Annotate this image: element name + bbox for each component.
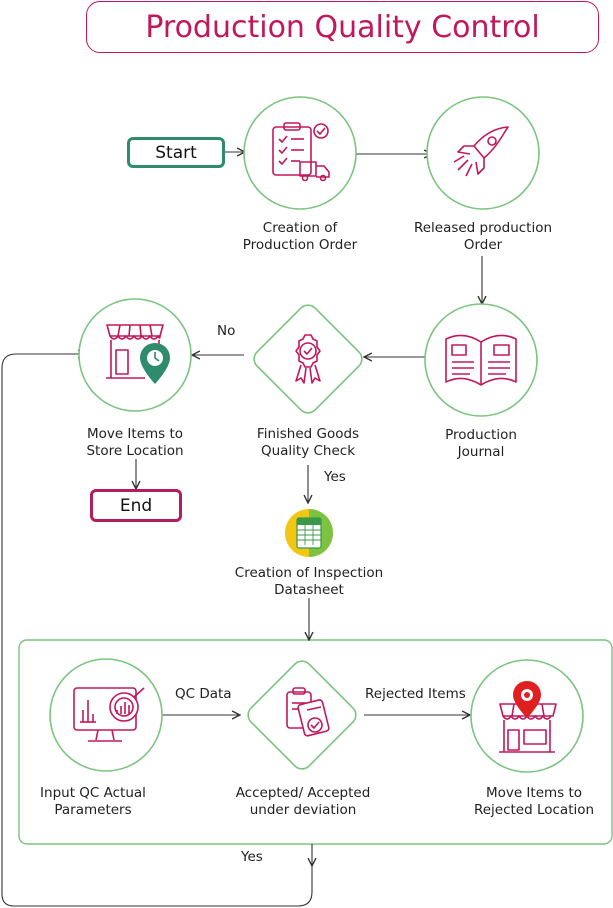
node-move-store	[78, 298, 192, 412]
end-node: End	[90, 489, 182, 522]
node-quality-check	[253, 304, 363, 414]
node-creation-order	[243, 96, 357, 210]
node-move-rejected	[470, 659, 584, 773]
rocket-icon	[453, 126, 509, 177]
newspaper-icon	[445, 334, 517, 386]
title-box: Production Quality Control	[86, 1, 599, 53]
edge-label-no: No	[217, 323, 236, 339]
quality-badge-icon	[295, 334, 321, 384]
arrow-loop-back	[1, 354, 313, 907]
edge-label-yes-check: Yes	[324, 469, 346, 485]
page-title: Production Quality Control	[145, 9, 540, 45]
start-node: Start	[127, 137, 225, 168]
node-inspection-datasheet	[285, 509, 333, 557]
spreadsheet-icon	[296, 517, 322, 549]
clipboard-check-icon	[286, 687, 330, 737]
connectors	[1, 152, 482, 907]
edge-label-rejected-items: Rejected Items	[365, 686, 466, 702]
pin-marker	[140, 343, 170, 384]
edge-label-yes-bottom: Yes	[241, 849, 263, 865]
qc-group-box	[18, 639, 613, 845]
monitor-analytics-icon	[73, 687, 145, 742]
clipboard-truck-icon	[272, 122, 330, 182]
node-input-qc	[49, 658, 163, 772]
store-pin-icon	[499, 703, 557, 753]
node-production-journal	[424, 303, 538, 417]
node-released-order	[426, 96, 540, 210]
edge-label-qc-data: QC Data	[175, 686, 232, 702]
node-accepted	[247, 660, 357, 770]
location-pin-icon	[513, 681, 541, 718]
store-location-icon	[106, 324, 164, 379]
